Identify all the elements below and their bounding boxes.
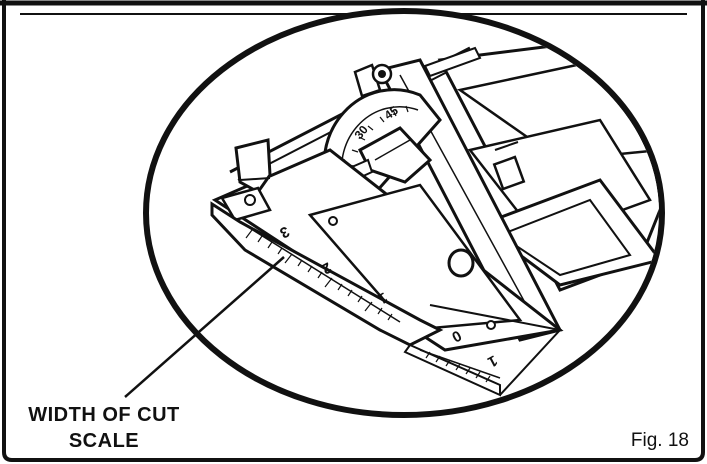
callout-label-line2: SCALE: [69, 430, 139, 452]
width-of-cut-scale-icon: [210, 201, 562, 397]
figure-number-label: Fig. 18: [631, 430, 689, 451]
circular-saw-base-illustration-icon: 0 15 30 45: [210, 38, 659, 397]
callout-label-line1: WIDTH OF CUT: [28, 404, 180, 426]
callout-leader-line: [124, 256, 285, 398]
